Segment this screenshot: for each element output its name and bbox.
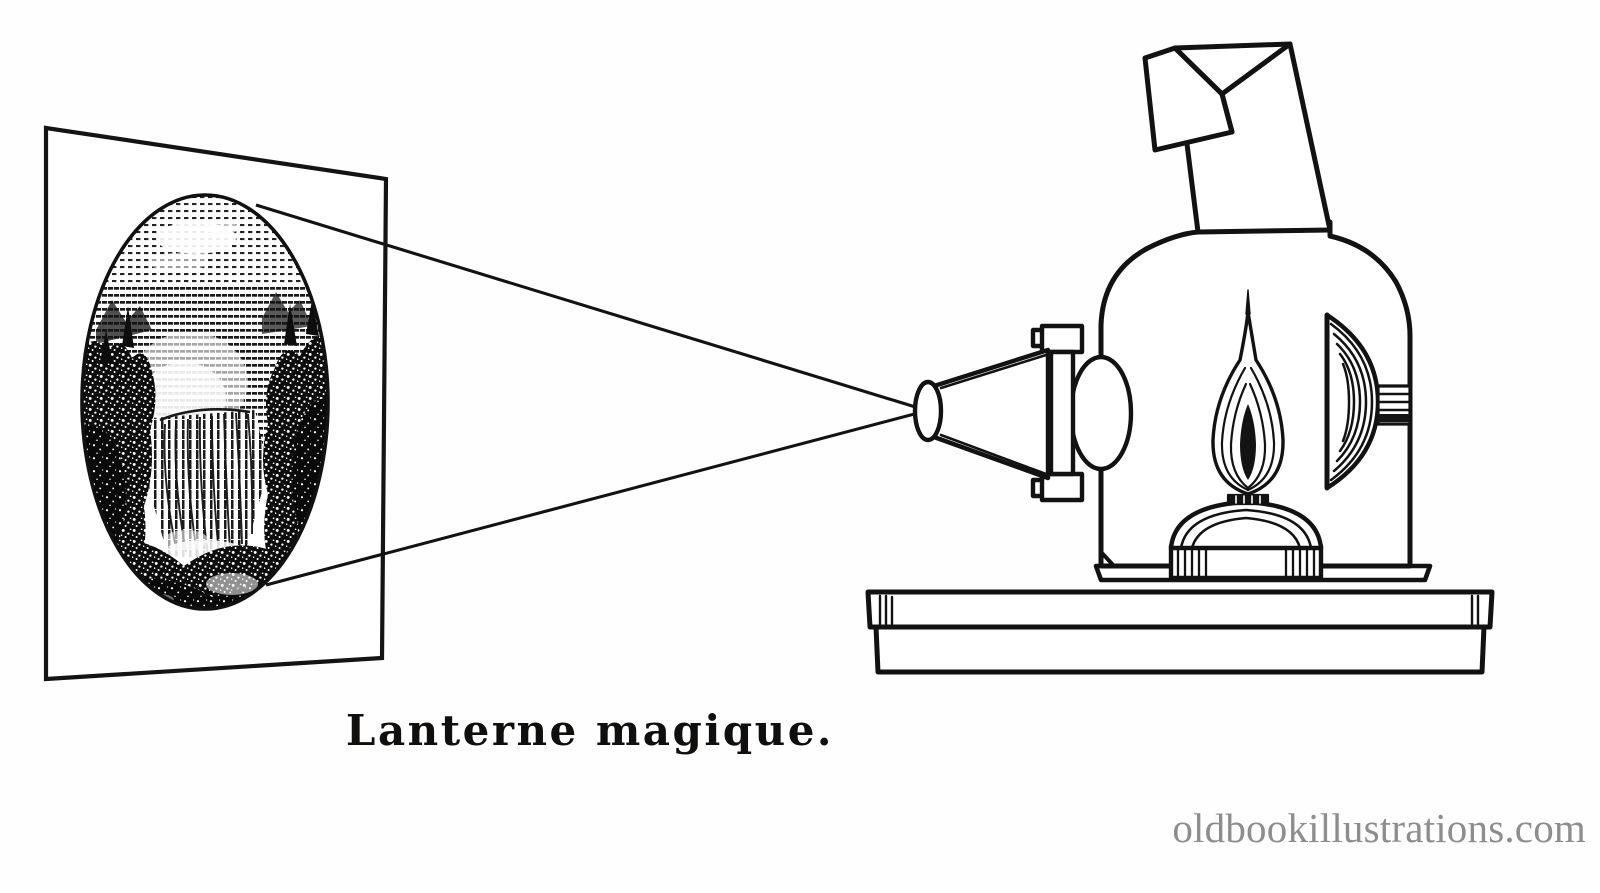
page-title: Lanterne magique. <box>345 706 835 755</box>
chimney-icon <box>1142 41 1333 235</box>
condenser-lens-icon <box>1068 354 1134 472</box>
lens-icon <box>912 347 1051 481</box>
slide-holder-icon <box>1030 323 1085 503</box>
burner-icon <box>1168 493 1324 581</box>
light-rays-icon <box>255 203 923 587</box>
watermark: oldbookillustrations.com <box>1172 805 1586 851</box>
magic-lantern <box>865 41 1495 675</box>
reflector-icon <box>1324 312 1412 491</box>
flame-icon <box>1211 289 1285 496</box>
base-icon <box>865 589 1495 675</box>
